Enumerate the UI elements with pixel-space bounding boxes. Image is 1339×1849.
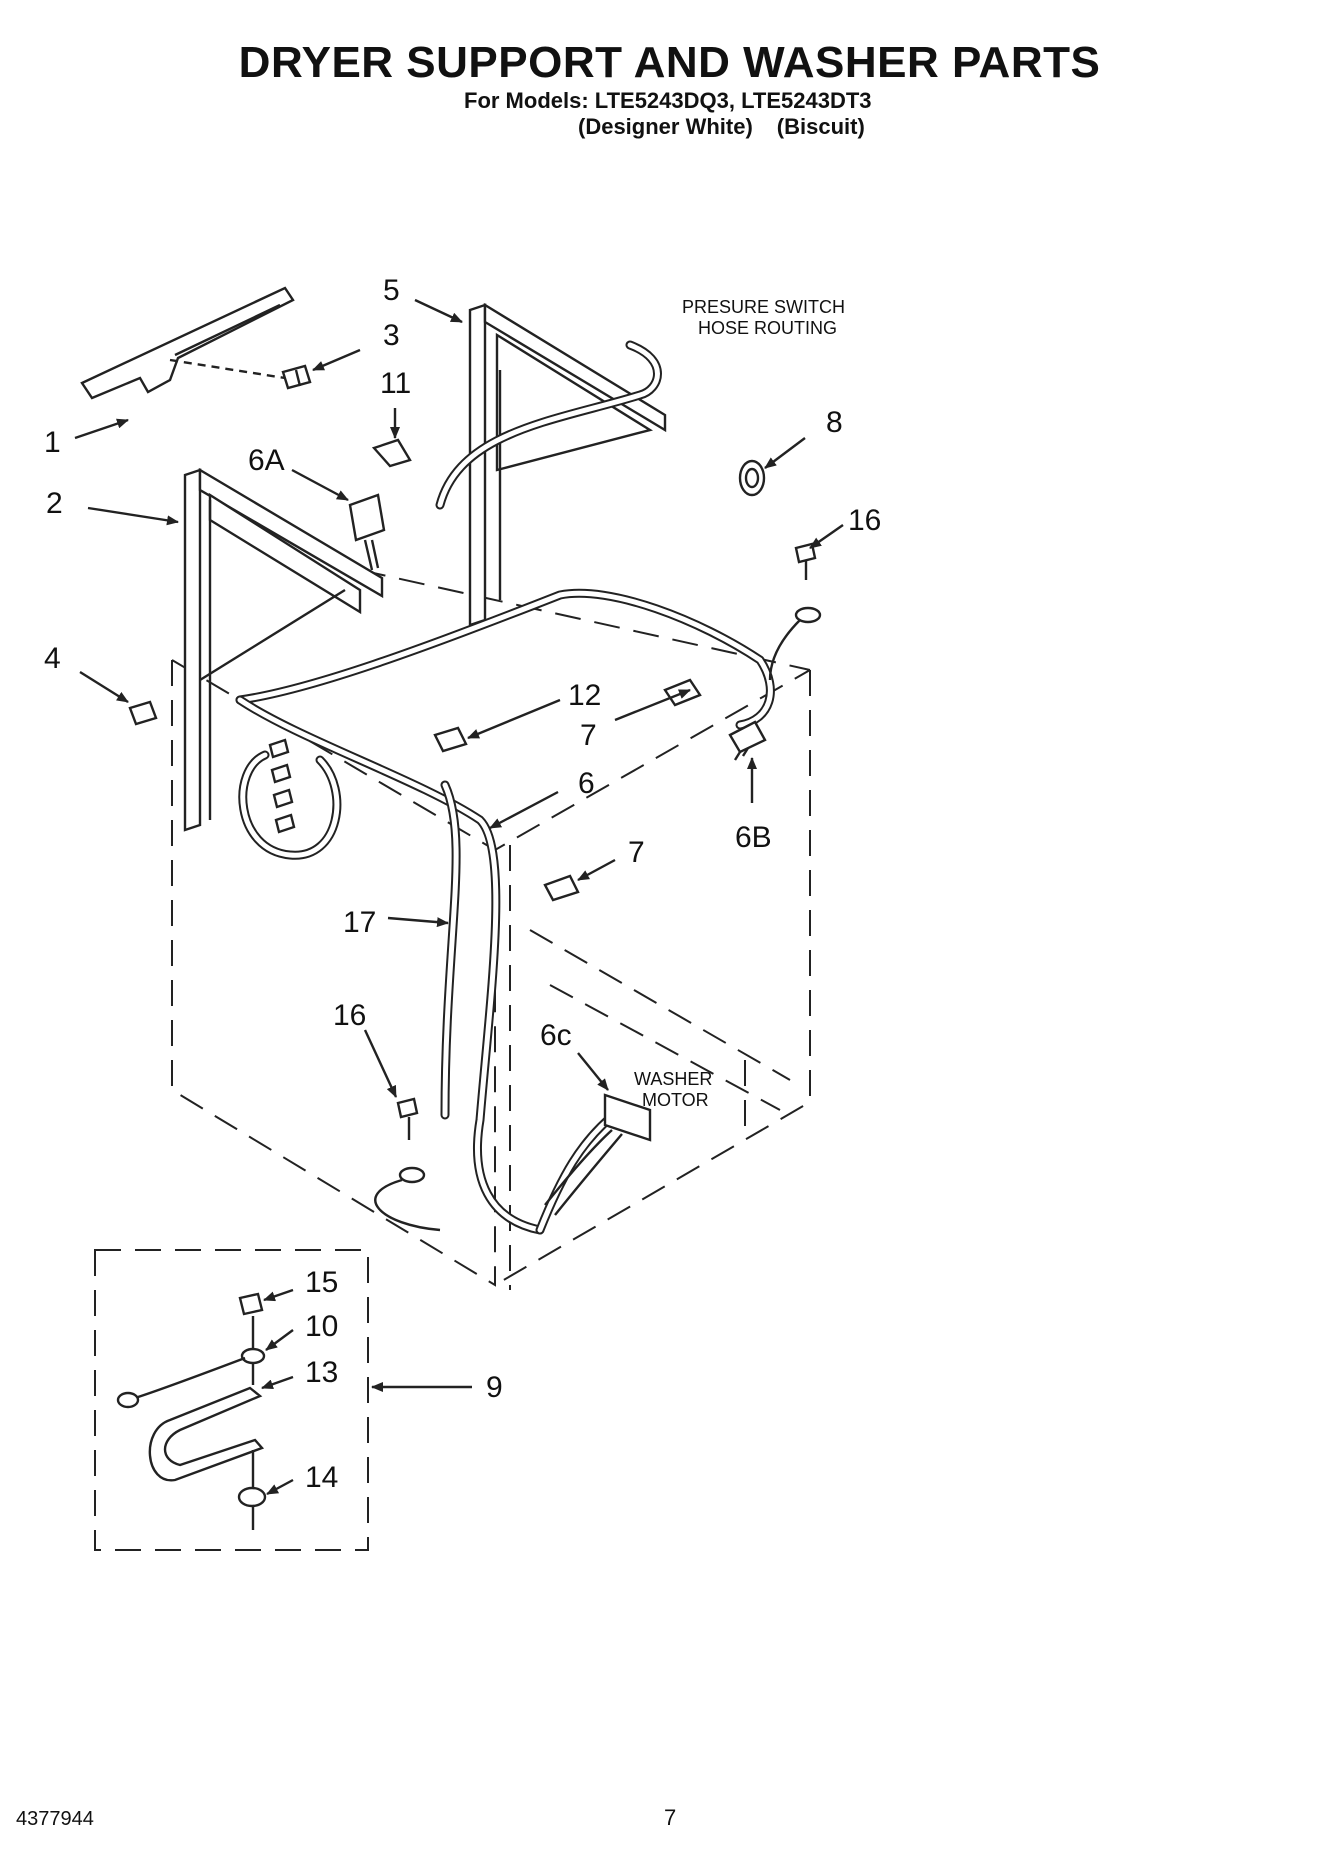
part-10-washer (240, 1347, 266, 1365)
page-title: DRYER SUPPORT AND WASHER PARTS (238, 38, 1101, 87)
part-15-screw (238, 1292, 264, 1316)
callout-14: 14 (305, 1461, 338, 1494)
callout-12: 12 (568, 679, 601, 712)
callout-6: 6 (578, 767, 595, 800)
part-16-screw-upper (768, 542, 822, 681)
part-11-clip (371, 438, 412, 468)
callout-16-upper: 16 (848, 504, 881, 537)
callout-4: 4 (44, 642, 61, 675)
part-17-hose (440, 780, 461, 1120)
callout-7-lower: 7 (628, 836, 645, 869)
part-7-clip-lower (543, 874, 580, 902)
callout-9: 9 (486, 1371, 503, 1404)
part-16-screw-lower (374, 1097, 441, 1232)
callout-6c: 6c (540, 1019, 572, 1052)
color-designer-white: (Designer White) (578, 114, 753, 139)
part-2-side-frame (183, 467, 384, 832)
part-6B-connector (728, 720, 767, 761)
callout-13: 13 (305, 1356, 338, 1389)
document-number: 4377944 (16, 1808, 94, 1830)
callout-3: 3 (383, 319, 400, 352)
note-washer-motor-line2: MOTOR (642, 1090, 709, 1110)
callout-7-upper: 7 (580, 719, 597, 752)
part-12-clip (433, 726, 468, 753)
callout-8: 8 (826, 406, 843, 439)
callout-16-lower: 16 (333, 999, 366, 1032)
part-5-rear-frame (468, 302, 667, 627)
callout-11: 11 (380, 367, 411, 400)
callout-1: 1 (44, 426, 61, 459)
color-subtitle: (Designer White) (Biscuit) (578, 114, 889, 140)
callout-6B: 6B (735, 821, 772, 854)
part-6A-connector (348, 493, 386, 571)
callout-17: 17 (343, 906, 376, 939)
callout-arrows (74, 298, 844, 1496)
callout-10: 10 (305, 1310, 338, 1343)
callout-5: 5 (383, 274, 400, 307)
models-subtitle: For Models: LTE5243DQ3, LTE5243DT3 (464, 88, 872, 113)
part-13-strap (148, 1386, 265, 1482)
part-4-screw (128, 700, 158, 726)
part-1-bracket (80, 286, 295, 400)
callout-15: 15 (305, 1266, 338, 1299)
part-3-screw (169, 358, 312, 390)
part-6c-connector (544, 1093, 652, 1216)
note-pressure-switch-line1: PRESURE SWITCH (682, 297, 845, 317)
callout-2: 2 (46, 487, 63, 520)
color-biscuit: (Biscuit) (776, 114, 865, 139)
part-14-nut (237, 1486, 267, 1508)
note-washer-motor-line1: WASHER (634, 1069, 712, 1089)
page-number: 7 (664, 1805, 677, 1830)
part-9-ground-kit-box (94, 1249, 369, 1551)
note-pressure-switch-line2: HOSE ROUTING (698, 318, 837, 338)
part-8-clamp (738, 459, 766, 497)
part-6-wiring-harness (235, 340, 775, 1235)
callout-6A: 6A (248, 444, 285, 477)
